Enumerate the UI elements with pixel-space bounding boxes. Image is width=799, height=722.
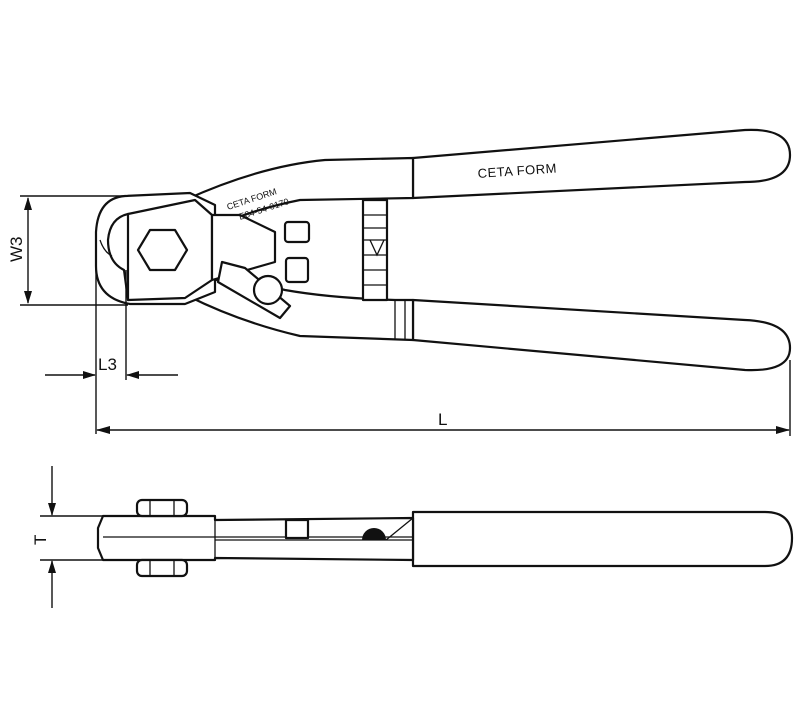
dimension-l: L: [96, 360, 791, 436]
pliers-top-view: CETA FORM CETA FORM E84-54-0170: [94, 128, 792, 372]
stop-block-lower: [284, 256, 310, 284]
dimension-l3: L3: [45, 270, 178, 434]
dimension-w3: W3: [7, 195, 128, 306]
l-label: L: [438, 410, 447, 429]
handle-brand-text: CETA FORM: [477, 160, 557, 181]
lever-pin: [252, 274, 284, 306]
side-bolt-top: [135, 498, 189, 518]
side-stop-block: [284, 518, 310, 540]
spring: [361, 198, 389, 302]
stop-block-upper: [283, 220, 311, 244]
w3-label: W3: [7, 237, 26, 263]
hex-bolt: [136, 228, 189, 272]
lower-handle-grip: [411, 298, 792, 372]
side-lever-pin: [362, 528, 386, 540]
t-label: T: [31, 535, 50, 545]
dimension-t: T: [31, 466, 135, 608]
side-handle-grip: [411, 510, 794, 568]
jaw-opening: [106, 212, 130, 302]
upper-handle-grip: [411, 128, 792, 200]
side-bolt-bottom: [135, 558, 189, 578]
l3-label: L3: [98, 355, 117, 374]
pliers-side-view: [96, 498, 794, 578]
